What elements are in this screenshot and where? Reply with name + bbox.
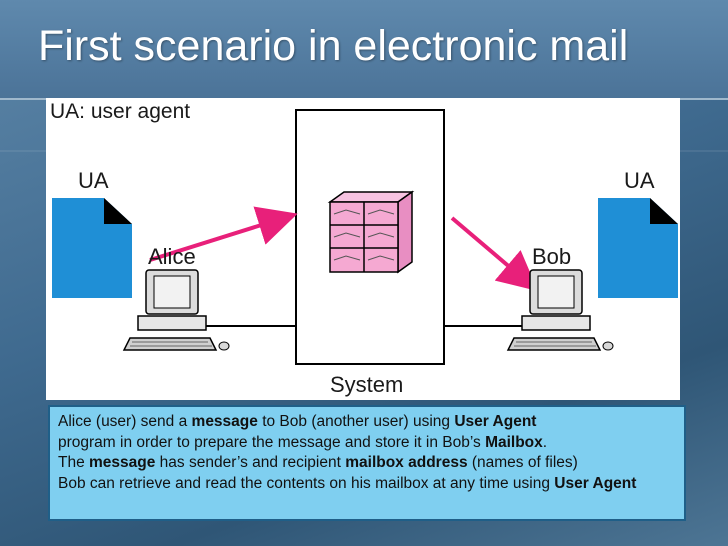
alice-computer-icon <box>122 269 230 351</box>
deliver-arrow <box>450 216 539 292</box>
bold-term: mailbox address <box>345 454 468 471</box>
description-box: Alice (user) send a message to Bob (anot… <box>48 405 686 521</box>
right-ua-label: UA <box>624 168 655 193</box>
description-line: program in order to prepare the message … <box>58 433 676 454</box>
bold-term: User Agent <box>454 413 537 430</box>
slide-title: First scenario in electronic mail <box>38 22 629 70</box>
mailbox-icon <box>327 190 415 274</box>
title-band: First scenario in electronic mail <box>0 0 728 100</box>
bold-term: message <box>191 413 258 430</box>
text-run: (names of files) <box>467 454 578 471</box>
left-ua-label: UA <box>78 168 109 193</box>
text-run: The <box>58 454 90 471</box>
bob-computer-icon <box>506 269 614 351</box>
right-ua-document-icon <box>598 198 678 298</box>
alice-label: Alice <box>148 244 196 269</box>
text-run: Alice (user) send a <box>58 413 192 430</box>
send-arrow <box>149 206 298 262</box>
text-run: to Bob (another user) using <box>257 413 455 430</box>
description-line: Alice (user) send a message to Bob (anot… <box>58 412 676 433</box>
bold-term: Mailbox <box>485 433 543 451</box>
legend-label: UA: user agent <box>50 100 191 123</box>
text-run: has sender’s and recipient <box>155 454 346 471</box>
bold-term: message <box>89 454 156 471</box>
bold-term: User Agent <box>554 474 637 492</box>
email-diagram: UA: user agent UA UA Alice Bob System <box>46 98 680 400</box>
left-ua-document-icon <box>52 198 132 298</box>
text-run: program in order to prepare the message … <box>58 433 486 451</box>
text-run: . <box>542 433 548 451</box>
bob-label: Bob <box>532 244 572 269</box>
text-run: Bob can retrieve and read the contents o… <box>58 474 555 492</box>
description-line: The message has sender’s and recipient m… <box>58 453 676 474</box>
system-label: System <box>330 372 404 397</box>
description-line: Bob can retrieve and read the contents o… <box>58 474 676 495</box>
diagram-canvas <box>52 109 678 365</box>
